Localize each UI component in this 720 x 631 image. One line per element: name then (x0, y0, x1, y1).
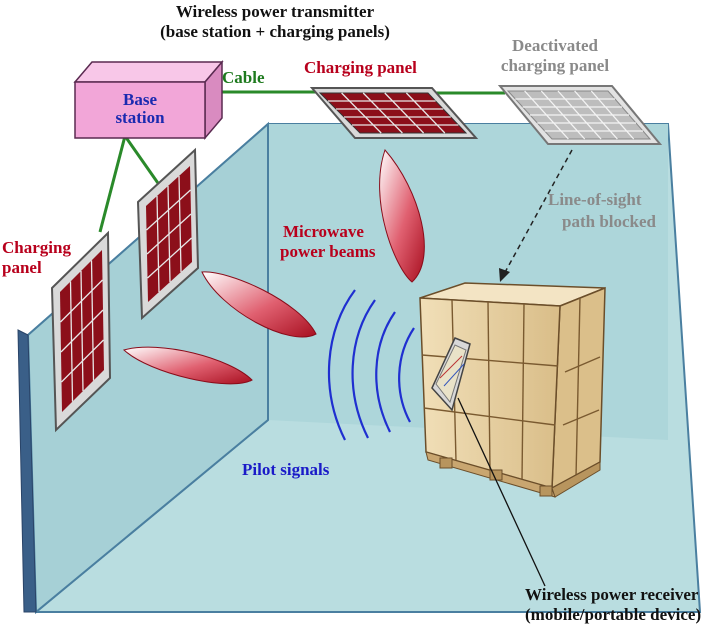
charging-panel-left-shape-a (50, 230, 112, 433)
charging-panel-top-shape (309, 87, 479, 139)
base-station-label-line1: Base (123, 90, 157, 109)
microwave-beam-low (122, 346, 253, 385)
los-label-line2: path blocked (562, 212, 656, 231)
title-line2: (base station + charging panels) (160, 22, 390, 41)
los-label-line1: Line-of-sight (548, 190, 642, 209)
room-front-wall-edge (17, 329, 37, 613)
title-line1: Wireless power transmitter (175, 2, 375, 21)
deactivated-label-line2: charging panel (500, 56, 610, 75)
microwave-beam-mid (201, 271, 317, 338)
charging-panel-left-label-line1: Charging (2, 238, 71, 257)
microwave-label-line1: Microwave (283, 222, 364, 241)
line-of-sight-arrowhead (499, 268, 510, 282)
cable-label: Cable (222, 68, 265, 87)
base-station-box (73, 59, 224, 141)
receiver-device (431, 337, 471, 412)
pilot-signal-arcs (327, 289, 415, 441)
base-station-label-line2: station (115, 108, 165, 127)
charging-panel-top-label: Charging panel (304, 58, 417, 77)
receiver-pointer-line (457, 397, 546, 587)
microwave-beam-top (379, 149, 425, 283)
deactivated-label-line1: Deactivated (512, 36, 598, 55)
charging-panel-left-label-line2: panel (2, 258, 42, 277)
charging-panel-left-shape-b (136, 147, 200, 321)
receiver-label-line1: Wireless power receiver (525, 585, 699, 604)
microwave-label-line2: power beams (280, 242, 376, 261)
pilot-signals-label: Pilot signals (242, 460, 330, 479)
line-of-sight-arrow (502, 149, 573, 277)
deactivated-panel-shape (497, 85, 663, 145)
receiver-label-line2: (mobile/portable device) (525, 605, 702, 624)
wooden-crate (419, 282, 606, 498)
